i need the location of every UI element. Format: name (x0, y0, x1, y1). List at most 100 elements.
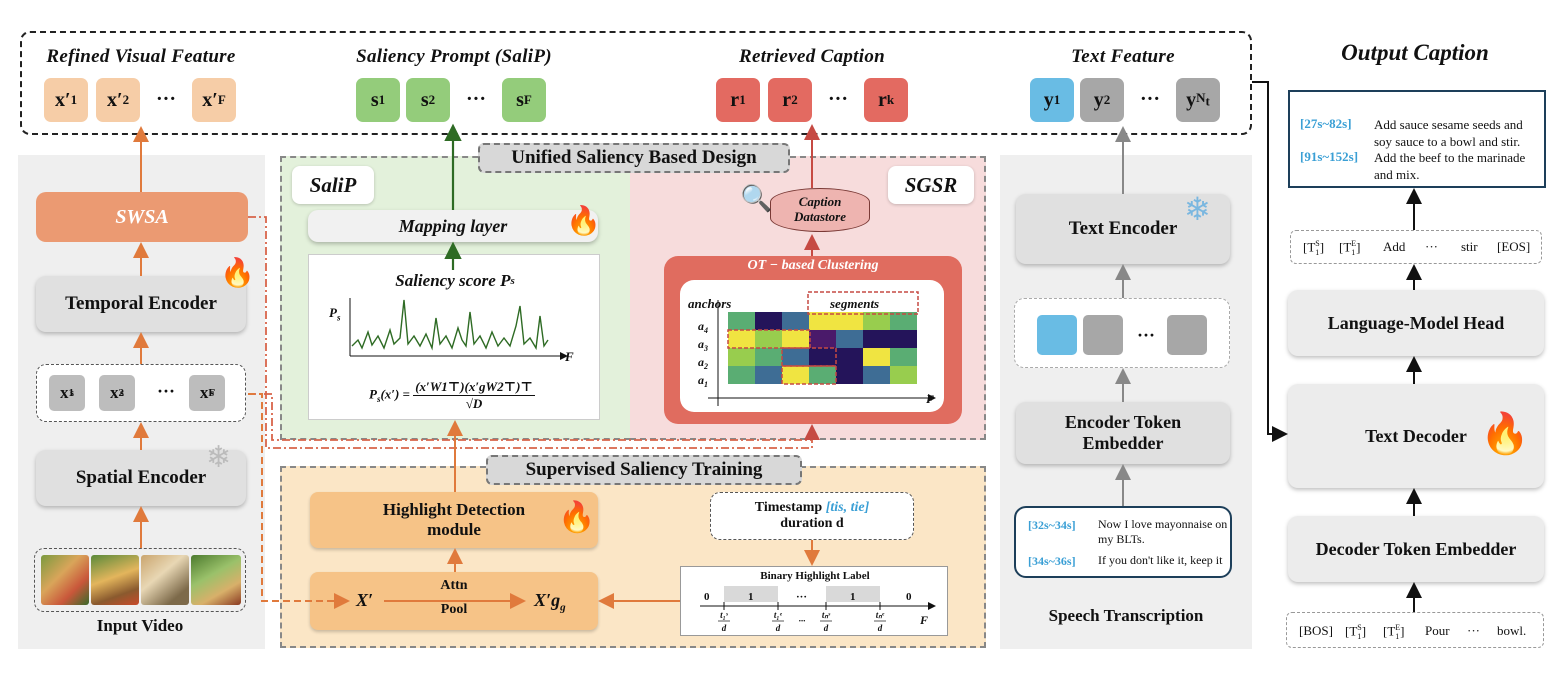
highlight-module-line1: Highlight Detection (382, 500, 526, 519)
token-x2-prime: x′2 (96, 78, 140, 122)
heatmap-cell (890, 366, 917, 384)
sgsr-tag: SGSR (888, 166, 974, 204)
in-token: [T1E] (1383, 623, 1405, 641)
caption-text: Add sauce sesame seeds and soy sauce to … (1374, 117, 1523, 149)
snowflake-icon: ❄ (206, 441, 232, 474)
video-frame-image (91, 555, 139, 605)
spatial-encoder-label: Spatial Encoder (75, 467, 207, 488)
input-token-sequence: [BOS] [T1S] [T1E] Pour ··· bowl. (1286, 612, 1544, 648)
ellipsis: ··· (1140, 88, 1161, 110)
caption-text: Add the beef to the marinade and mix. (1374, 150, 1526, 182)
anchor-a1: a1 (698, 373, 708, 389)
lm-head-label: Language-Model Head (1327, 312, 1505, 333)
video-to-xprime-arrow (248, 393, 350, 609)
text-decoder-label: Text Decoder (1365, 425, 1467, 446)
heatmap-cell (728, 312, 755, 330)
heatmap-cell (863, 312, 890, 330)
heatmap-cell (863, 330, 890, 348)
cluster-highlight (727, 329, 811, 349)
encoder-token-embedder: Encoder Token Embedder (1016, 402, 1230, 464)
in-token: [T1S] (1345, 623, 1367, 641)
salip-tag: SaliP (292, 166, 374, 204)
binary-f-axis: F (919, 613, 928, 627)
binary-tick: tₙᵉ (876, 610, 885, 620)
in-token: Pour (1425, 623, 1450, 638)
anchor-a4: a4 (698, 319, 708, 335)
binary-value: 0 (704, 591, 710, 603)
anchor-a3: a3 (698, 337, 708, 353)
binary-value: 1 (850, 591, 856, 603)
svg-text:d: d (722, 623, 727, 633)
lm-head-block: Language-Model Head (1288, 290, 1544, 356)
binary-value: 1 (748, 591, 754, 603)
fire-icon: 🔥 (558, 501, 596, 534)
retrieved-caption-title: Retrieved Caption (738, 46, 885, 67)
text-encoder-label: Text Encoder (1068, 218, 1178, 239)
magnifier-icon: 🔍 (740, 184, 773, 213)
token-x1-prime: x′1 (44, 78, 88, 122)
heatmap-cell (782, 330, 809, 348)
top-feature-bar (20, 31, 1252, 135)
video-frame-image (41, 555, 89, 605)
heatmap-cell (809, 366, 836, 384)
binary-tick: t₁ˢ (720, 610, 729, 620)
heatmap-cell (755, 348, 782, 366)
binary-tick: ··· (799, 616, 806, 626)
segments-label: segments (830, 296, 880, 311)
heatmap-cell (836, 366, 863, 384)
x-prime-g-label: X′gg (534, 590, 566, 614)
in-token: [BOS] (1299, 623, 1333, 638)
unified-design-title: Unified Saliency Based Design (478, 143, 790, 173)
binary-label-title: Binary Highlight Label (760, 570, 870, 582)
speech-transcription-label: Speech Transcription (1048, 606, 1204, 625)
saliency-plot-axes (349, 298, 568, 360)
out-token: ··· (1425, 239, 1438, 254)
speech-transcript-box: [32s~34s] Now I love mayonnaise on my BL… (1014, 506, 1232, 578)
output-token-sequence: [T1S] [T1E] Add ··· stir [EOS] (1290, 230, 1542, 264)
saliency-curve (351, 299, 549, 351)
ellipsis: ··· (157, 381, 176, 401)
transcript-time: [32s~34s] (1028, 518, 1076, 532)
video-frame-image (191, 555, 241, 605)
attn-pool-block: X′ Attn Pool X′gg (310, 572, 598, 630)
heatmap-cell (755, 312, 782, 330)
token-xF-prime: x′F (192, 78, 236, 122)
ellipsis: ··· (466, 88, 487, 110)
binary-value: 0 (906, 591, 912, 603)
heatmap-axes (708, 300, 936, 406)
heatmap-cell (809, 348, 836, 366)
heatmap-cell (755, 366, 782, 384)
video-frame-image (141, 555, 189, 605)
text-feature-title: Text Feature (1071, 46, 1175, 67)
heatmap-cell (863, 366, 890, 384)
binary-tick: t₁ᵉ (774, 610, 783, 620)
heatmap-cell (836, 330, 863, 348)
svg-text:d: d (824, 623, 829, 633)
mapping-layer-label: Mapping layer (398, 215, 508, 236)
fire-icon: 🔥 (566, 206, 601, 237)
heatmap-cell (890, 312, 917, 330)
decoder-embedder-label: Decoder Token Embedder (1315, 538, 1517, 559)
embedding-token (1037, 315, 1077, 355)
heatmap-cell (755, 330, 782, 348)
datastore-label: Caption Datastore (794, 194, 846, 224)
fire-icon: 🔥 (1480, 411, 1530, 456)
out-token: [T1S] (1303, 239, 1325, 257)
swsa-connector (248, 216, 813, 449)
f-axis-label: F (565, 349, 574, 364)
svg-text:d: d (776, 623, 781, 633)
x-prime-label: X′ (356, 590, 374, 610)
